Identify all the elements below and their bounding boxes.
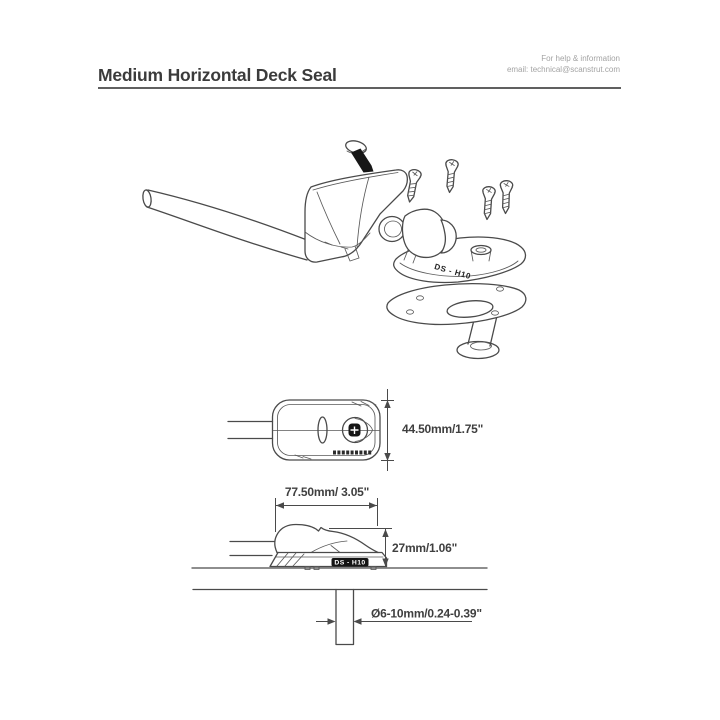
- page-title: Medium Horizontal Deck Seal: [98, 65, 337, 85]
- seal-cover: [304, 169, 409, 263]
- cover-slot: [317, 416, 328, 444]
- gasket-plate: [386, 282, 527, 326]
- deck-hole-tube: [335, 588, 355, 646]
- side-view-drawing: DS - H10 77.50mm/ 3.05" 27mm/1.06": [229, 485, 457, 570]
- dim-label-77mm: 77.50mm/ 3.05": [285, 485, 369, 499]
- cable-lines: [227, 420, 274, 440]
- model-label-side: DS - H10: [334, 560, 365, 567]
- dimension-length: 77.50mm/ 3.05": [275, 485, 378, 532]
- cover-fixing-screw: [345, 140, 374, 173]
- dimension-hole: Ø6-10mm/0.24-0.39": [316, 607, 482, 625]
- top-view-drawing: 44.50mm/1.75": [227, 389, 483, 471]
- gasket-screw-hole: [491, 310, 499, 316]
- dim-label-44mm: 44.50mm/1.75": [402, 422, 483, 436]
- base-profile: [269, 551, 388, 570]
- cable: [142, 189, 308, 261]
- deck-cross-section: Ø6-10mm/0.24-0.39": [191, 567, 488, 646]
- gasket-screw-hole: [496, 286, 504, 292]
- screw-boss: [341, 416, 369, 444]
- gasket-center-hole: [446, 300, 494, 318]
- screw-recess: [348, 423, 361, 437]
- help-info: For help & information email: technical@…: [420, 53, 620, 75]
- tapping-screw: [480, 185, 497, 221]
- dim-label-27mm: 27mm/1.06": [392, 541, 457, 555]
- dimension-top-view-height: 44.50mm/1.75": [381, 389, 483, 471]
- title-divider: [98, 87, 621, 89]
- model-badge-side: DS - H10: [331, 558, 369, 567]
- cable-lines: [229, 540, 275, 557]
- swivel-clamp: [378, 208, 457, 264]
- exploded-view-illustration: DS - H10: [142, 140, 527, 360]
- gasket-screw-hole: [406, 309, 414, 315]
- cover-profile: [274, 523, 379, 554]
- dim-label-hole: Ø6-10mm/0.24-0.39": [371, 607, 482, 621]
- tapping-screw: [442, 158, 460, 194]
- help-info-line: For help & information: [541, 54, 620, 63]
- tapping-screw: [498, 179, 514, 215]
- dimension-height: 27mm/1.06": [329, 528, 457, 567]
- help-email: email: technical@scanstrut.com: [506, 65, 620, 74]
- cable-end: [142, 189, 152, 208]
- gasket-screw-hole: [416, 295, 424, 301]
- screw-shaft: [351, 148, 374, 173]
